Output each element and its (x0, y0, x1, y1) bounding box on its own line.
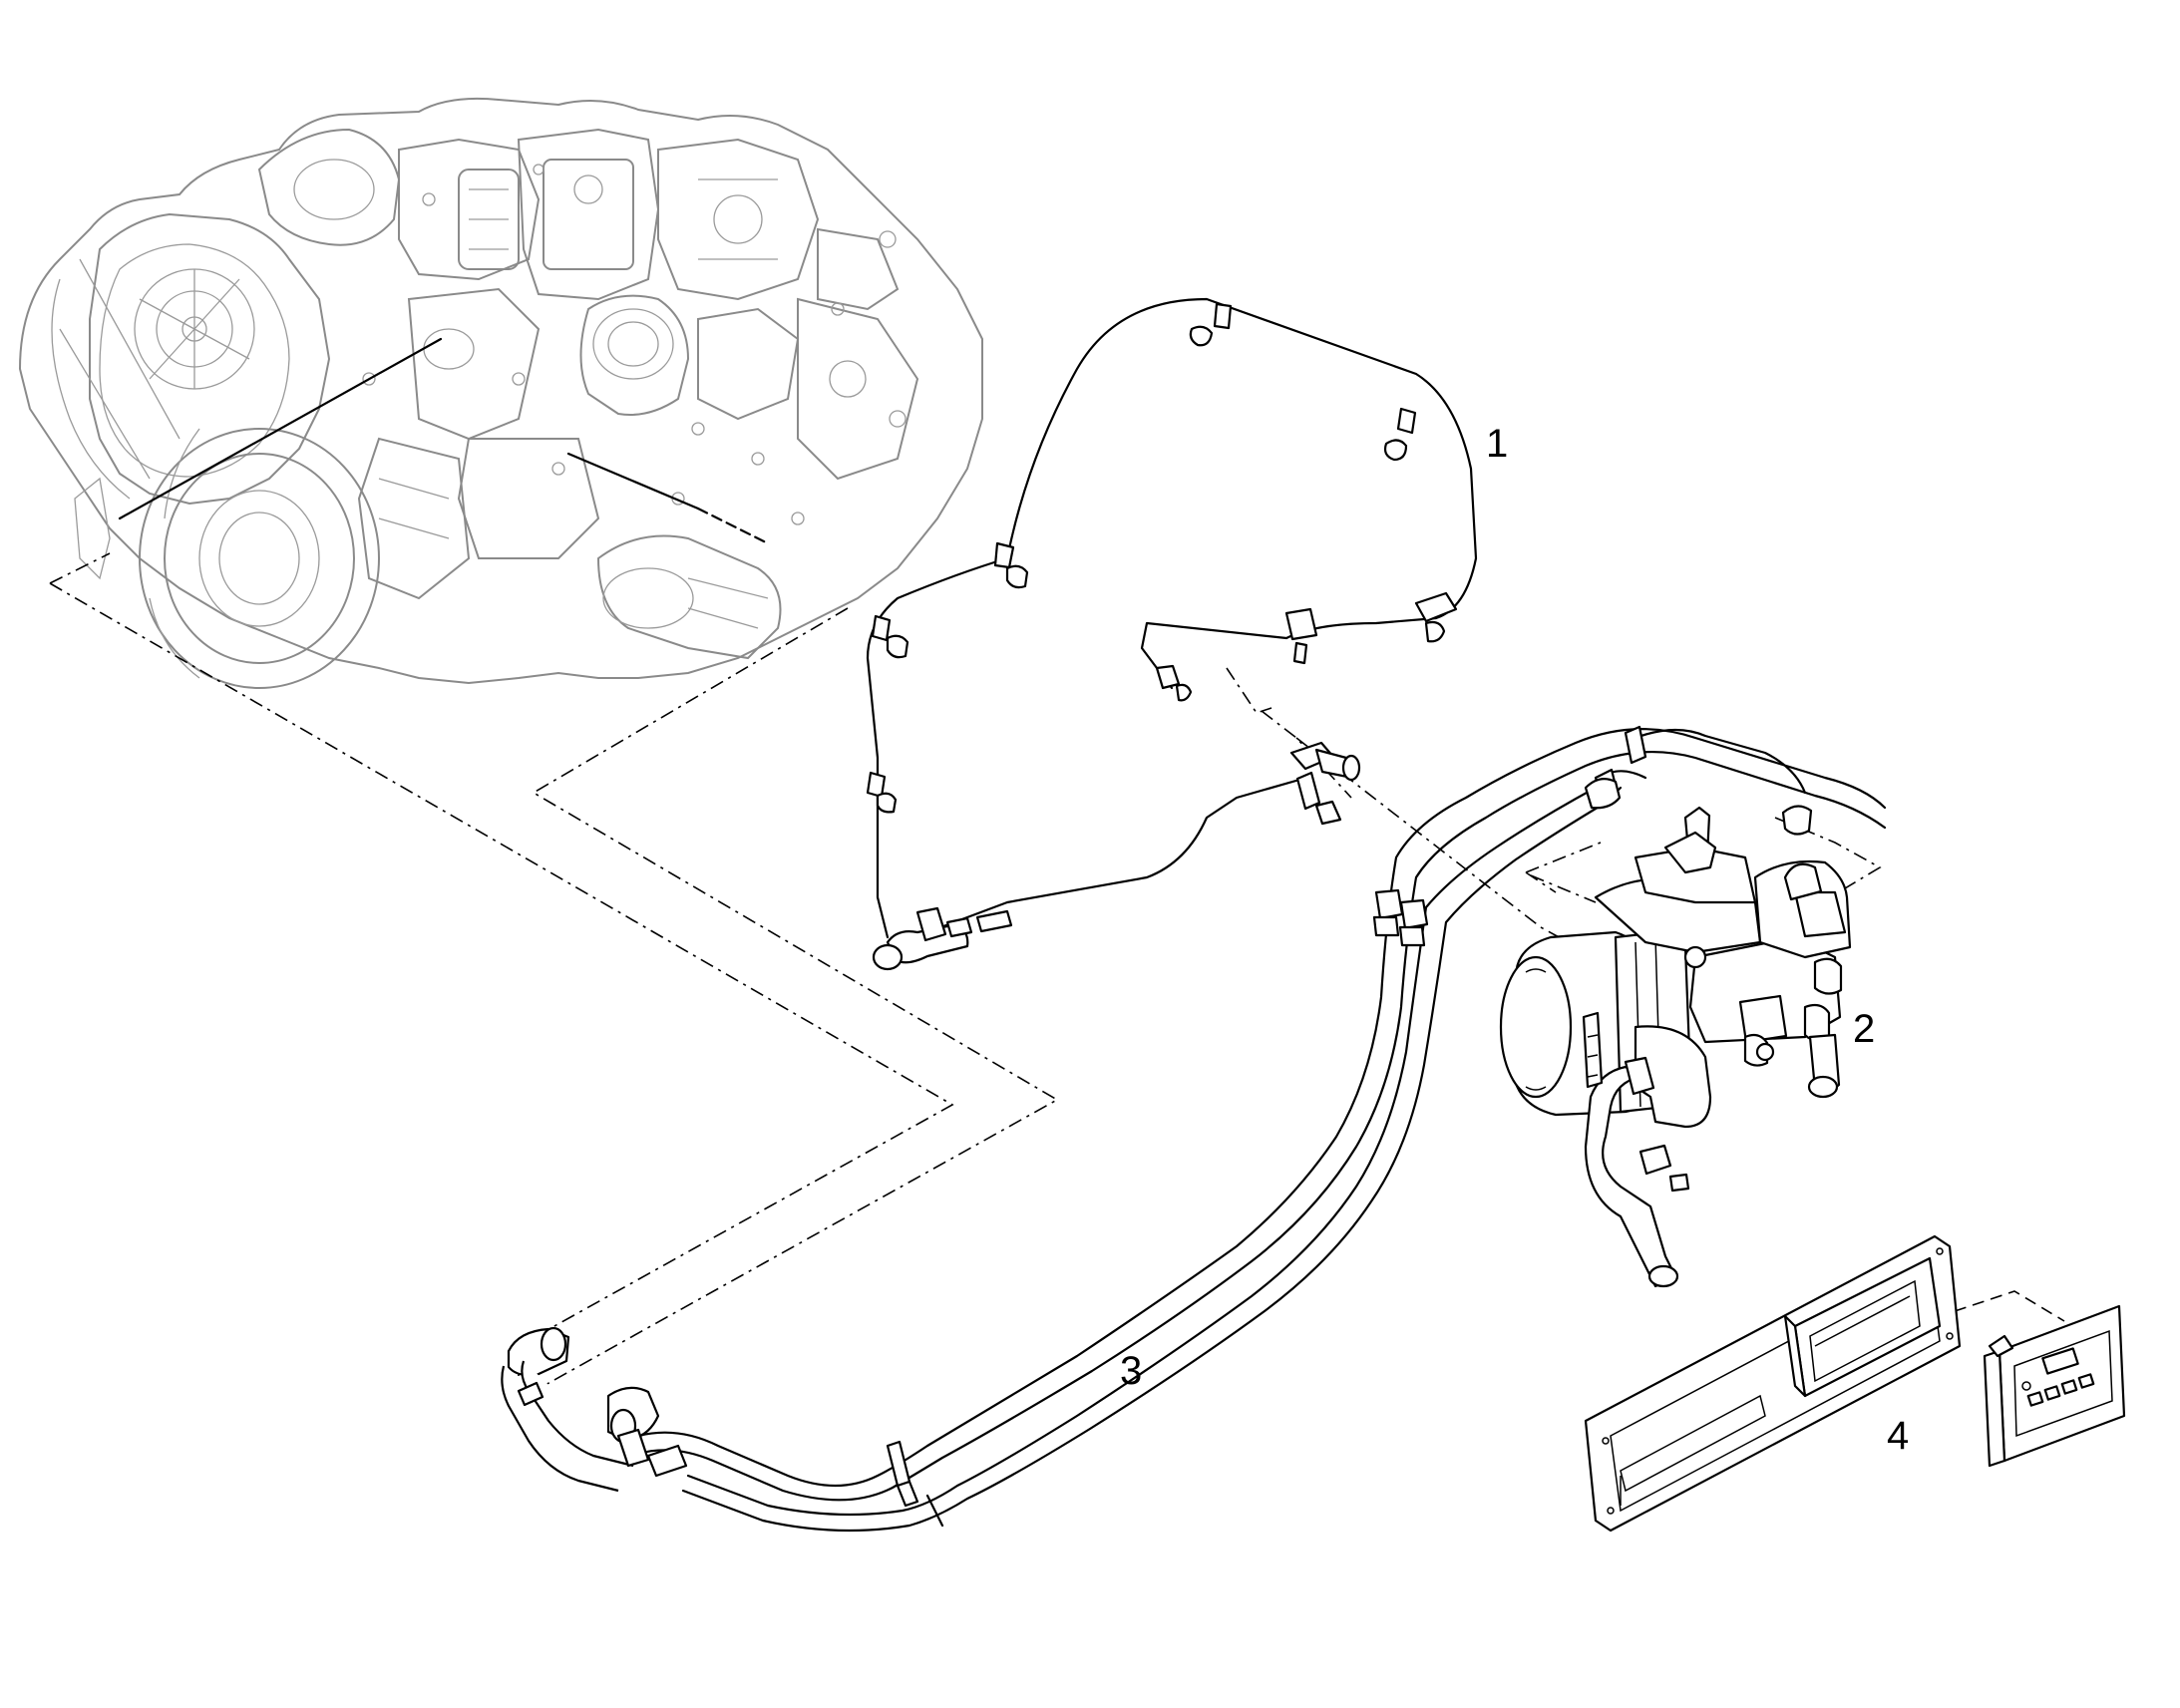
coolant-hose-icon (501, 725, 1887, 1533)
wiring-harness-icon (866, 297, 1478, 971)
callout-item-3: 3 (1120, 1349, 1143, 1393)
engine-block-icon (18, 97, 983, 689)
callout-item-4: 4 (1887, 1414, 1910, 1458)
callout-item-2: 2 (1853, 1007, 1876, 1051)
callout-item-1: 1 (1486, 422, 1509, 466)
coolant-heater-icon (1499, 806, 1852, 1288)
control-panel-icon (1584, 1234, 2126, 1533)
